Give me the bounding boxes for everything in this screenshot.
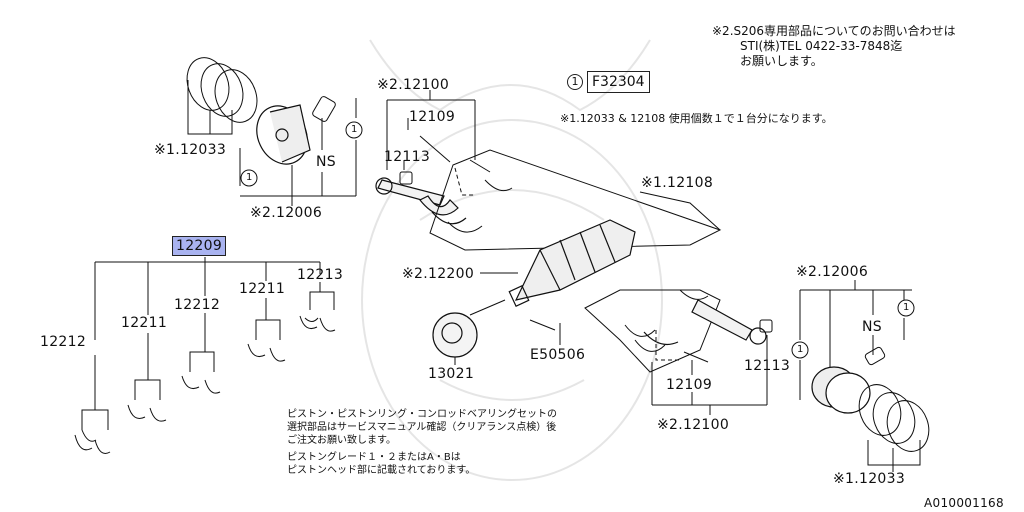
bearing-shells-12213 [299,291,336,332]
bolt-top-shape [419,135,451,163]
label-12211-b: 12211 [239,281,286,297]
sti-note-line1: ※2.S206専用部品についてのお問い合わせは [712,24,956,38]
bearing-shells-12212-b [181,351,221,394]
sti-note-line3: お願いします。 [740,54,823,68]
piston-left [256,104,311,165]
label-bolt-bottom: 12109 [666,377,713,393]
figure-id: A010001168 [924,496,1004,510]
label-12213: 12213 [297,267,344,283]
ref-circle-right-2 [791,341,809,359]
nut-bottom-shape [759,319,773,333]
legend-code: F32304 [587,71,650,93]
label-rod-top: ※2.12100 [377,77,450,93]
connecting-rod-bottom [643,299,767,345]
bottom-note-line3: ご注文お願い致します。 [287,435,396,446]
bottom-note-line4: ピストングレード１・２またはA・Bは [287,452,461,463]
label-piston-left: ※2.12006 [250,205,323,221]
qty-note: ※1.12033 & 12108 使用個数１で１台分になります。 [560,112,833,125]
piston-pin-right [864,346,886,366]
label-rod-bottom: ※2.12100 [657,417,730,433]
ref-num-right-2: 1 [797,344,804,355]
ref-num-left-2: 1 [351,124,358,135]
bottom-note-line2: 選択部品はサービスマニュアル確認（クリアランス点検）後 [287,422,557,433]
label-key: E50506 [530,347,586,363]
ref-circle-right [897,299,915,317]
label-12212-a: 12212 [40,334,87,350]
highlight-12209[interactable]: 12209 [172,236,227,256]
piston-pin-left [312,96,336,122]
label-bolt-top: 12109 [409,109,456,125]
label-12211-a: 12211 [121,315,168,331]
label-ns-left: NS [316,154,336,170]
label-crank-bearing: ※1.12108 [641,175,714,191]
bottom-note: ピストン・ピストンリング・コンロッドベアリングセットの 選択部品はサービスマニュ… [287,408,557,477]
piston-rings-left [186,57,258,123]
label-nut-top: 12113 [384,149,431,165]
label-ns-right: NS [862,319,882,335]
ref-num-right: 1 [903,302,910,313]
connecting-rod-top [375,177,467,225]
legend-circle: 1 [567,74,583,90]
sti-note-line2: STI(株)TEL 0422-33-7848迄 [740,39,903,53]
bottom-note-line1: ピストン・ピストンリング・コンロッドベアリングセットの [287,409,557,420]
piston-right [811,366,871,414]
label-crankshaft: ※2.12200 [402,266,475,282]
crank-pulley [432,312,478,358]
bearing-shells-12211-b [247,319,286,362]
piston-rings-right [858,384,930,452]
bolt-bottom-shape [683,351,709,363]
label-pulley: 13021 [428,366,475,382]
label-nut-bottom: 12113 [744,358,791,374]
nut-top-shape [399,171,413,185]
label-piston-right: ※2.12006 [796,264,869,280]
label-ring-left: ※1.12033 [154,142,227,158]
crankshaft [508,219,636,308]
bearing-shells-12212-a [74,409,111,454]
ref-num-left: 1 [246,172,253,183]
ref-circle-left-2 [345,121,363,139]
sti-note: ※2.S206専用部品についてのお問い合わせは STI(株)TEL 0422-3… [712,24,956,69]
ref-circle-left [240,169,258,187]
bottom-note-line5: ピストンヘッド部に記載されております。 [287,465,476,476]
legend-box: 1 F32304 [567,71,650,93]
bearing-shells-12211-a [127,379,167,422]
label-12212-b: 12212 [174,297,221,313]
label-ring-right: ※1.12033 [833,471,906,487]
